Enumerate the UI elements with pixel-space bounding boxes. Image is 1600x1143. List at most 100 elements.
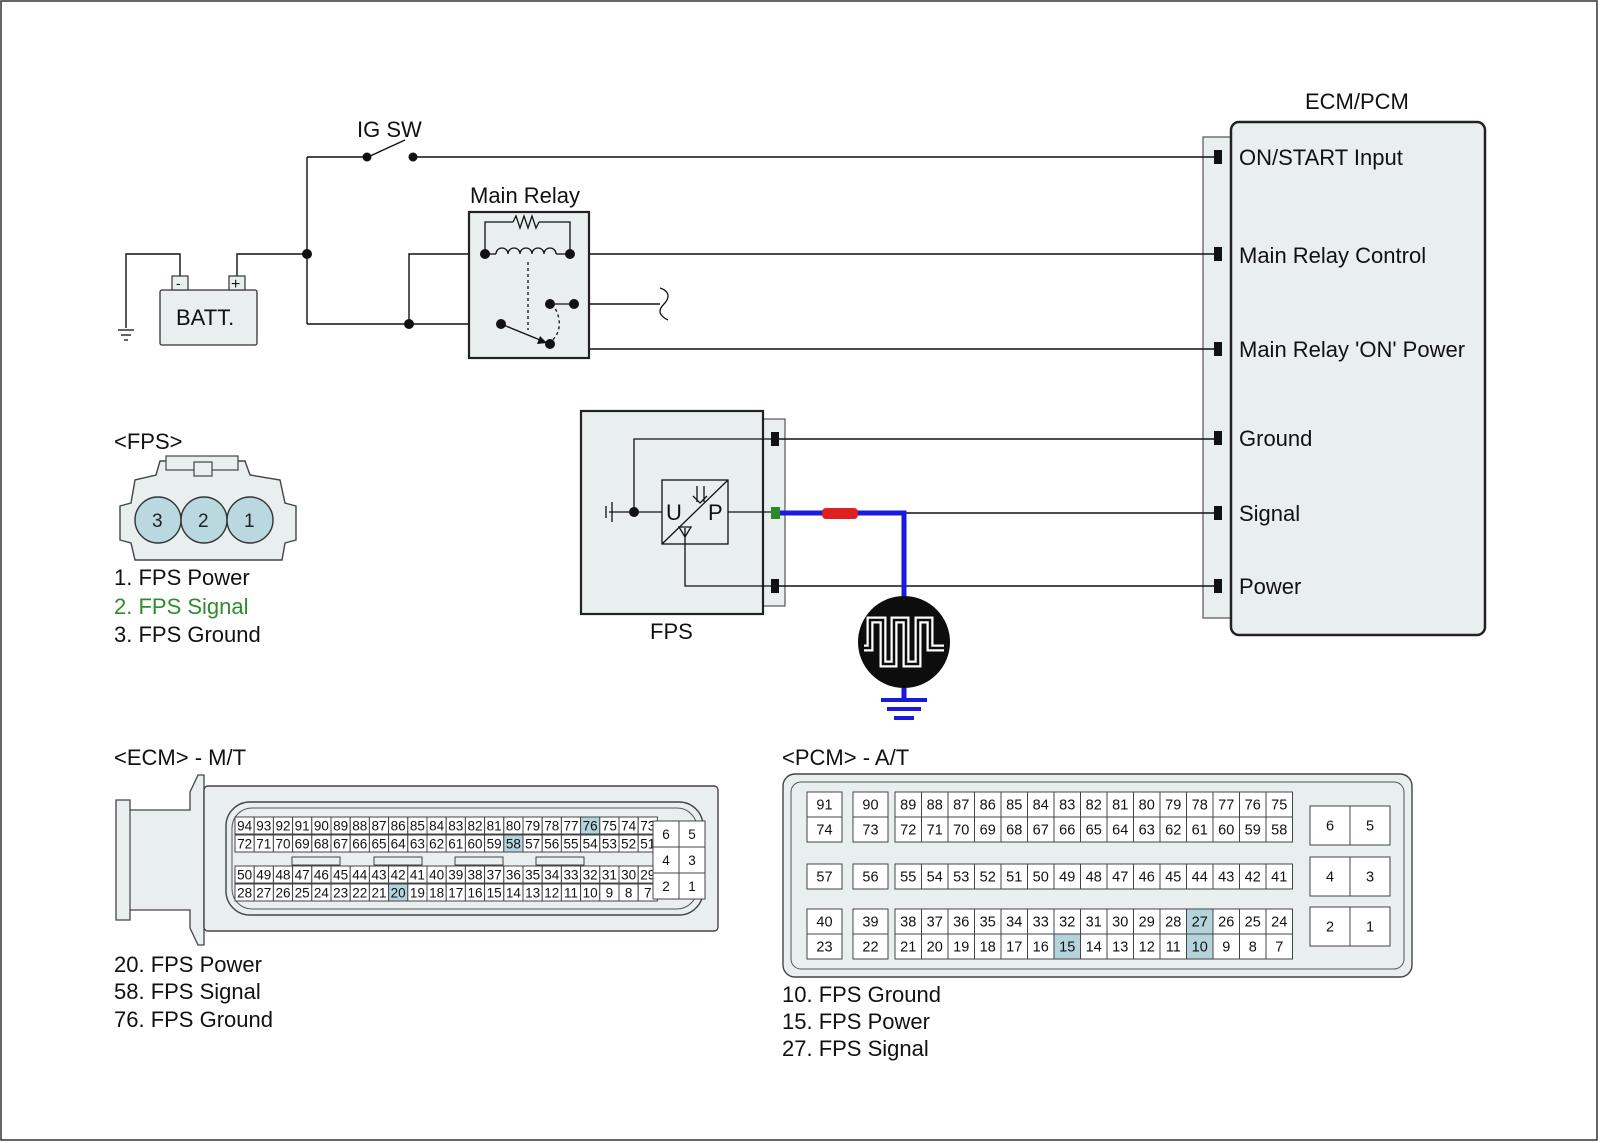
pin-number: 55	[563, 837, 578, 852]
fps-ecm-wires	[779, 438, 1214, 587]
pin-number: 18	[429, 886, 444, 901]
pin-number: 26	[275, 886, 290, 901]
pin-number: 21	[371, 886, 386, 901]
pcm-pin-cell: 16	[1027, 933, 1055, 960]
ecm-pcm-module: ECM/PCM ON/START Input Main Relay Contro…	[1202, 89, 1487, 637]
pin-number: 69	[980, 823, 996, 839]
pcm-pin-cell: 24	[1265, 908, 1293, 935]
ecm-pin-cell: 79	[522, 816, 543, 835]
fps-sensor-label: FPS	[650, 619, 693, 644]
ecm-pin	[1214, 247, 1222, 261]
pin-number: 36	[953, 915, 969, 931]
pin-number: 4	[1326, 870, 1334, 886]
pin-number: 48	[275, 868, 290, 883]
pin-number: 89	[900, 798, 916, 814]
pin-number: 43	[1218, 870, 1234, 886]
pin-number: 33	[1033, 915, 1049, 931]
ecm-pin-cell: 56	[541, 834, 562, 853]
pin-number: 50	[237, 868, 252, 883]
pin-number: 10	[1192, 940, 1208, 956]
ecm-pin-cell: 20	[388, 883, 409, 902]
pin-number: 70	[953, 823, 969, 839]
pcm-pin-cell: 15	[1053, 933, 1081, 960]
ecm-pin-cell: 93	[253, 816, 274, 835]
ecm-pin-cell: 70	[272, 834, 294, 853]
ecm-pin-cell: 46	[311, 865, 332, 884]
pin-number: 93	[256, 819, 271, 834]
pin-number: 92	[275, 819, 290, 834]
pin-number: 52	[621, 837, 636, 852]
ecm-pin-cell: 15	[484, 883, 505, 902]
pin-number: 71	[256, 837, 271, 852]
ecm-pin-cell: 55	[560, 834, 582, 853]
pin-number: 3	[688, 853, 696, 868]
pin-number: 54	[583, 837, 599, 852]
pcm-pin-cell: 75	[1265, 791, 1293, 818]
pcm-pin-cell: 40	[806, 908, 843, 935]
pin-number: 49	[1059, 870, 1075, 886]
pcm-pin-cell: 83	[1053, 791, 1081, 818]
ecm-pin-cell: 49	[253, 865, 274, 884]
pin-number: 76	[583, 819, 598, 834]
pin-number: 75	[1271, 798, 1287, 814]
pin-number: 15	[487, 886, 502, 901]
pcm-pin-cell: 25	[1239, 908, 1267, 935]
wire-break-symbol	[659, 287, 669, 321]
pin-number: 46	[1139, 870, 1155, 886]
ecm-terminal-label: Signal	[1239, 501, 1300, 526]
pcm-pin-cell: 18	[974, 933, 1002, 960]
pcm-pin-cell: 4	[1309, 856, 1351, 897]
pin-number: 57	[816, 870, 832, 886]
ecm-title: ECM/PCM	[1305, 89, 1409, 114]
pin-number: 19	[410, 886, 425, 901]
battery-label: BATT.	[176, 305, 234, 330]
pcm-pin-cell: 17	[1000, 933, 1028, 960]
ecm-pin-cell: 19	[407, 883, 428, 902]
pcm-pin-cell: 12	[1133, 933, 1161, 960]
ecm-pin	[1214, 431, 1222, 445]
fps-connector-title: <FPS>	[114, 429, 182, 454]
ecm-pin-cell: 41	[407, 865, 428, 884]
pcm-pin-cell: 34	[1000, 908, 1028, 935]
pin-number: 24	[1271, 915, 1287, 931]
pcm-pin-cell: 80	[1133, 791, 1161, 818]
ecm-pin-cell: 8	[618, 883, 639, 902]
pin-number: 87	[953, 798, 969, 814]
pcm-pin-cell: 11	[1159, 933, 1187, 960]
pcm-pin-cell: 32	[1053, 908, 1081, 935]
pcm-pin-cell: 10	[1186, 933, 1214, 960]
ecm-pin-cell: 63	[407, 834, 428, 853]
pcm-pin-cell: 73	[852, 816, 889, 843]
pin-number: 10	[583, 886, 598, 901]
pin-number: 11	[564, 886, 578, 901]
pcm-pin-cell: 50	[1027, 863, 1055, 890]
pcm-pin-cell: 61	[1186, 816, 1214, 843]
pin-number: 66	[352, 837, 367, 852]
pcm-pin-cell: 33	[1027, 908, 1055, 935]
ecm-pin-cell: 14	[503, 883, 524, 902]
pcm-pin-cell: 60	[1212, 816, 1240, 843]
pcm-pin-cell: 67	[1027, 816, 1055, 843]
pcm-pin-cell: 41	[1265, 863, 1293, 890]
ecm-pin-cell: 35	[522, 865, 543, 884]
ecm-pin-cell: 24	[311, 883, 332, 902]
ecm-pin-cell: 76	[580, 816, 601, 835]
fps-connector-pin	[226, 496, 274, 544]
ecm-terminal-label: Power	[1239, 574, 1301, 599]
pcm-pin-cell: 21	[894, 933, 922, 960]
pin-number: 25	[1245, 915, 1261, 931]
pin-number: 18	[980, 940, 996, 956]
ecm-pin-cell: 2	[652, 872, 680, 900]
pcm-pin-cell: 23	[806, 933, 843, 960]
pcm-pin-cell: 7	[1265, 933, 1293, 960]
pcm-pin-cell: 44	[1186, 863, 1214, 890]
ecm-pin-cell: 27	[253, 883, 274, 902]
pcm-pin-cell: 62	[1159, 816, 1187, 843]
pcm-pin-cell: 28	[1159, 908, 1187, 935]
pin-number: 61	[448, 837, 463, 852]
pcm-pin-cell: 52	[974, 863, 1002, 890]
pin-number: 49	[256, 868, 271, 883]
pin-number: 12	[1139, 940, 1155, 956]
pin-number: 20	[927, 940, 943, 956]
pin-number: 13	[525, 886, 540, 901]
